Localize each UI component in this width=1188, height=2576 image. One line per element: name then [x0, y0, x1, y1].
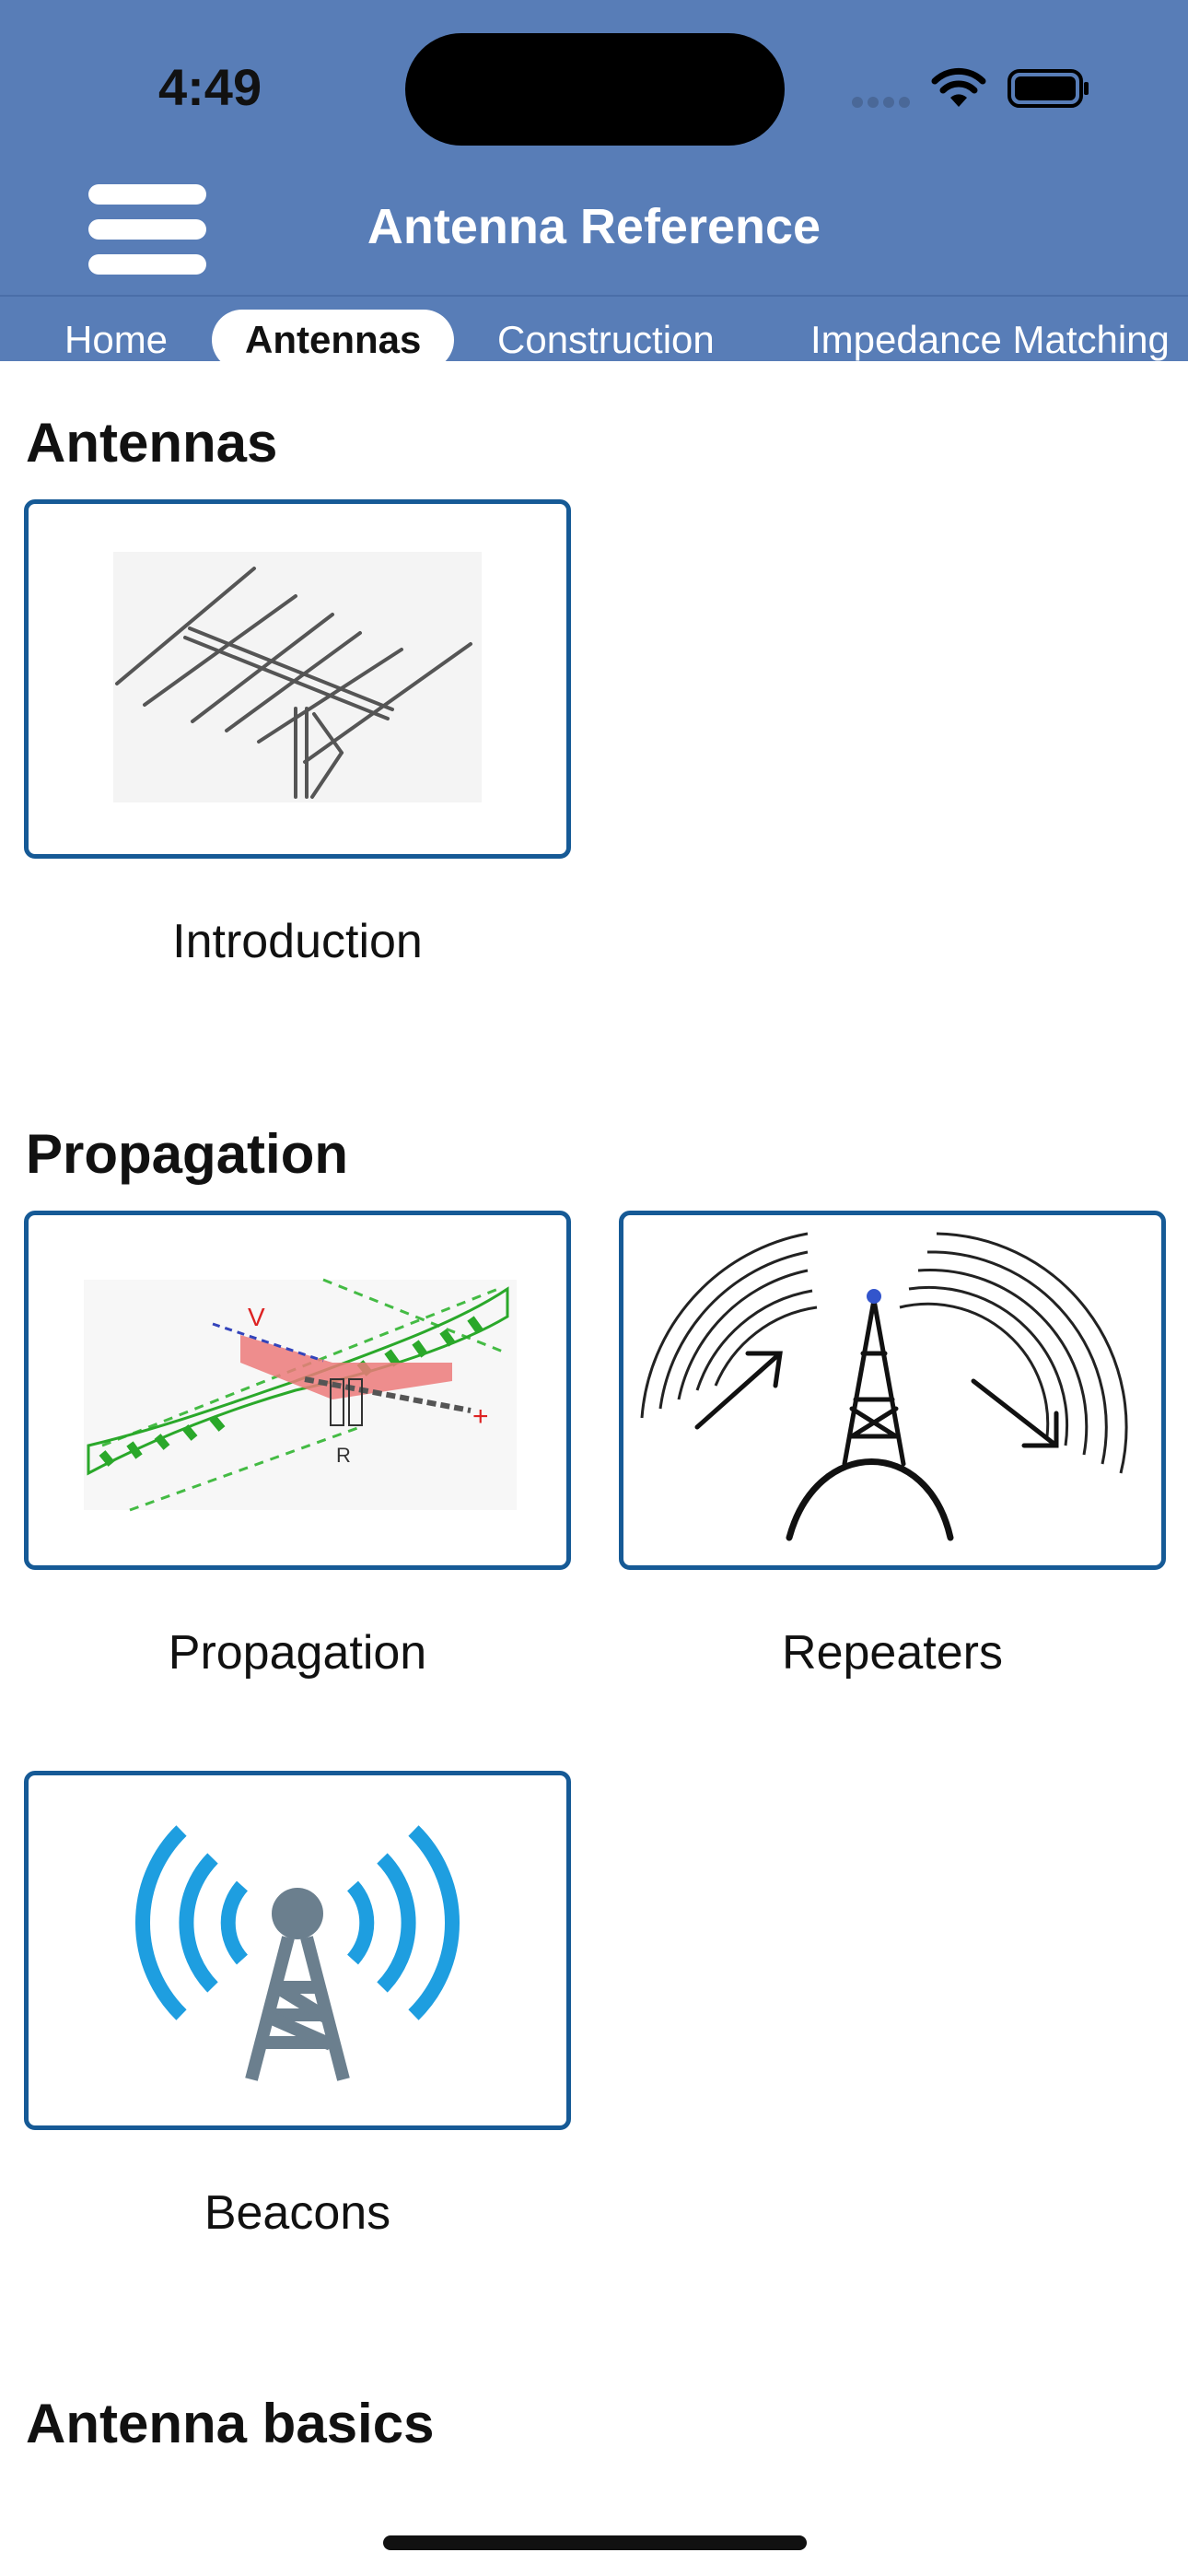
battery-icon	[1007, 69, 1089, 108]
propagation-label: Propagation	[168, 1626, 427, 1680]
section-title-propagation: Propagation	[26, 1123, 349, 1185]
tab-home[interactable]: Home	[64, 318, 169, 361]
wifi-icon	[931, 67, 986, 107]
repeaters-card[interactable]	[619, 1211, 1166, 1570]
home-indicator[interactable]	[383, 2535, 807, 2550]
beacons-label: Beacons	[204, 2186, 391, 2240]
beacons-card[interactable]	[24, 1771, 571, 2130]
svg-text:V: V	[248, 1303, 265, 1331]
section-title-antennas: Antennas	[26, 412, 278, 474]
tab-construction[interactable]: Construction	[497, 318, 715, 361]
page-title: Antenna Reference	[367, 199, 821, 254]
status-time: 4:49	[158, 58, 262, 116]
repeaters-label: Repeaters	[782, 1626, 1003, 1680]
repeater-tower-image	[640, 1232, 1128, 1541]
beacon-tower-icon	[135, 1825, 460, 2081]
tab-antennas[interactable]: Antennas	[212, 310, 455, 361]
status-bar: 4:49	[0, 0, 1188, 166]
svg-text:R: R	[336, 1444, 351, 1467]
tab-bar: Home Antennas Construction Impedance Mat…	[0, 295, 1188, 361]
propagation-card[interactable]: V + R	[24, 1211, 571, 1570]
introduction-label: Introduction	[172, 915, 423, 968]
dynamic-island	[405, 33, 785, 146]
dipole-wave-diagram: V + R	[84, 1278, 517, 1512]
svg-text:+: +	[472, 1401, 489, 1432]
tab-impedance-matching[interactable]: Impedance Matching	[810, 318, 1170, 361]
section-title-antenna-basics: Antenna basics	[26, 2393, 435, 2454]
cellular-signal-icon	[852, 96, 916, 109]
introduction-card[interactable]	[24, 499, 571, 859]
hamburger-menu-icon[interactable]	[88, 184, 208, 276]
yagi-antenna-image	[113, 552, 482, 802]
